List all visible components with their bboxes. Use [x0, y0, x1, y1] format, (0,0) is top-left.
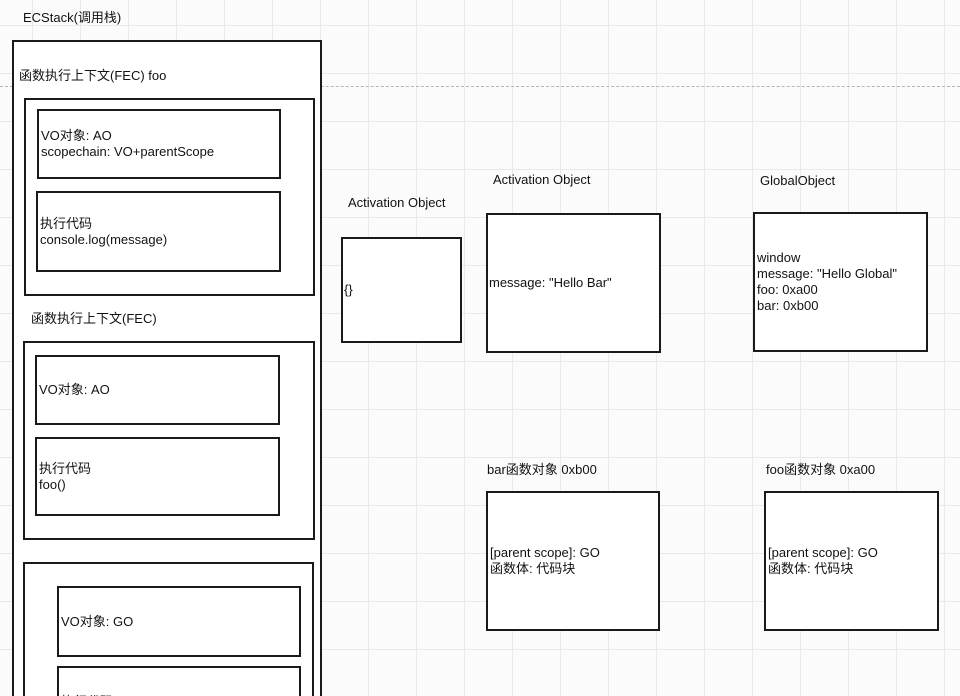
gec-code-box[interactable]: 执行代码 — [57, 666, 301, 696]
activation-object-1-box[interactable]: {} — [341, 237, 462, 343]
code-label-line: 执行代码 — [59, 694, 299, 696]
ecstack-label[interactable]: ECStack(调用栈) — [23, 10, 122, 25]
code-line: console.log(message) — [40, 231, 168, 247]
activation-object-2-box[interactable]: message: "Hello Bar" — [486, 213, 661, 353]
fec-foo-title: 函数执行上下文(FEC) foo — [19, 68, 167, 83]
vo-line: VO对象: AO — [39, 382, 110, 397]
code-label-line: 执行代码 — [40, 215, 93, 231]
object-content-line: [parent scope]: GO — [768, 545, 878, 560]
fec-code-box[interactable]: 执行代码 foo() — [35, 437, 280, 516]
object-content-line: message: "Hello Bar" — [489, 275, 612, 290]
object-content-line: window — [757, 250, 801, 265]
foo-function-label[interactable]: foo函数对象 0xa00 — [766, 462, 876, 477]
vo-line: VO对象: AO — [41, 128, 112, 143]
object-content-line: {} — [344, 282, 353, 297]
gec-vo-box[interactable]: VO对象: GO — [57, 586, 301, 657]
object-content-line: 函数体: 代码块 — [490, 561, 576, 576]
code-label-line: 执行代码 — [39, 460, 92, 476]
page-break-dashed-line — [0, 86, 960, 87]
fec-foo-code-box[interactable]: 执行代码 console.log(message) — [36, 191, 281, 272]
fec-frame[interactable]: VO对象: AO 执行代码 foo() — [23, 341, 315, 540]
global-object-label[interactable]: GlobalObject — [760, 173, 836, 188]
bar-function-label[interactable]: bar函数对象 0xb00 — [487, 462, 597, 477]
bar-function-box[interactable]: [parent scope]: GO 函数体: 代码块 — [486, 491, 660, 631]
object-content-line: message: "Hello Global" — [757, 266, 898, 281]
fec-foo-vo-box[interactable]: VO对象: AO scopechain: VO+parentScope — [37, 109, 281, 179]
object-content-line: [parent scope]: GO — [490, 545, 600, 560]
object-content-line: bar: 0xb00 — [757, 298, 819, 313]
activation-object-1-label[interactable]: Activation Object — [348, 195, 446, 210]
fec-title: 函数执行上下文(FEC) — [31, 311, 157, 326]
gec-frame[interactable]: VO对象: GO 执行代码 — [23, 562, 314, 696]
object-content-line: 函数体: 代码块 — [768, 561, 854, 576]
activation-object-2-label[interactable]: Activation Object — [493, 172, 591, 187]
fec-vo-box[interactable]: VO对象: AO — [35, 355, 280, 425]
foo-function-box[interactable]: [parent scope]: GO 函数体: 代码块 — [764, 491, 939, 631]
global-object-box[interactable]: window message: "Hello Global" foo: 0xa0… — [753, 212, 928, 352]
object-content-line: foo: 0xa00 — [757, 282, 818, 297]
ecstack-box[interactable]: 函数执行上下文(FEC) foo VO对象: AO scopechain: VO… — [12, 40, 322, 696]
code-line: foo() — [39, 476, 66, 492]
vo-line: VO对象: GO — [61, 613, 134, 629]
fec-foo-frame[interactable]: VO对象: AO scopechain: VO+parentScope 执行代码… — [24, 98, 315, 296]
scopechain-line: scopechain: VO+parentScope — [41, 144, 215, 159]
